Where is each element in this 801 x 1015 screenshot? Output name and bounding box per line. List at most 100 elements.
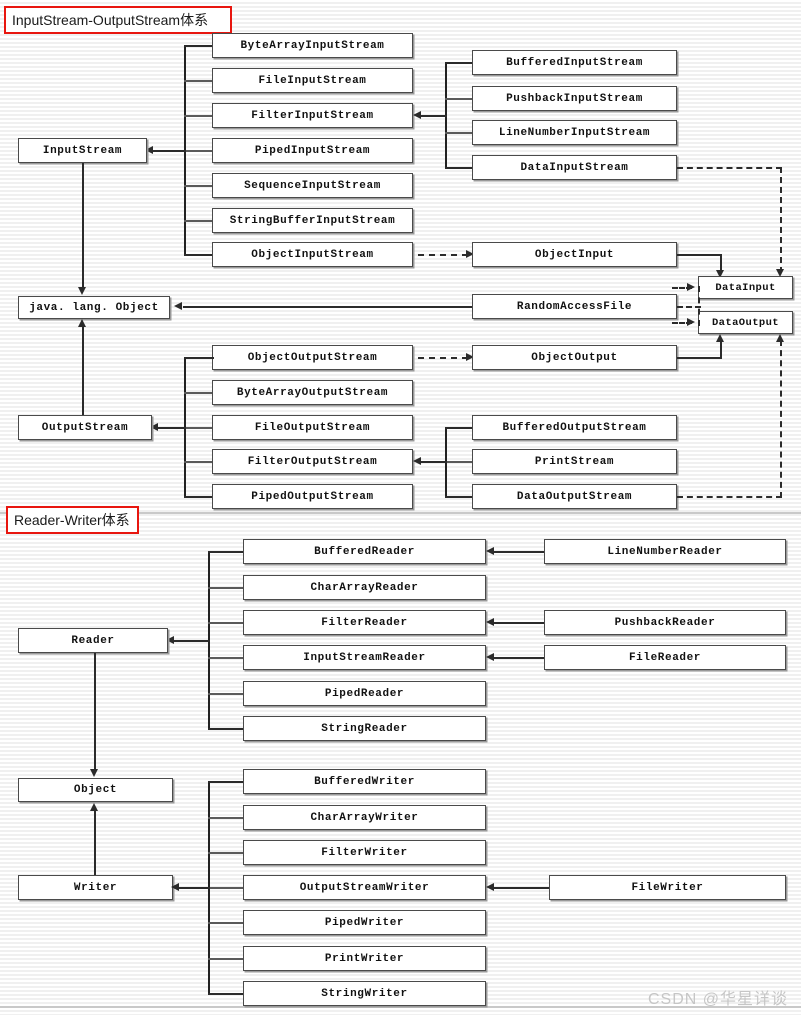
class-box-line-number-reader[interactable]: LineNumberReader xyxy=(544,539,786,564)
class-box-print-writer[interactable]: PrintWriter xyxy=(243,946,486,971)
class-label: java. lang. Object xyxy=(29,301,159,314)
stub-print-writer xyxy=(208,958,245,960)
stub-buffered-output-stream xyxy=(445,427,475,429)
arrowhead-reader xyxy=(166,636,174,644)
class-box-filter-input-stream[interactable]: FilterInputStream xyxy=(212,103,413,128)
class-label: StringReader xyxy=(321,722,408,735)
class-box-buffered-output-stream[interactable]: BufferedOutputStream xyxy=(472,415,677,440)
class-box-object-output-stream[interactable]: ObjectOutputStream xyxy=(212,345,413,370)
arrowhead-outputstream xyxy=(150,423,158,431)
class-label: OutputStream xyxy=(41,421,129,434)
class-box-data-output-stream[interactable]: DataOutputStream xyxy=(472,484,677,509)
class-box-object-output[interactable]: ObjectOutput xyxy=(472,345,677,370)
class-box-piped-input-stream[interactable]: PipedInputStream xyxy=(212,138,413,163)
class-box-filter-output-stream[interactable]: FilterOutputStream xyxy=(212,449,413,474)
stub-piped-writer xyxy=(208,922,245,924)
class-box-java-lang-object[interactable]: java. lang. Object xyxy=(18,296,170,319)
arrowhead-object-input xyxy=(466,250,474,258)
class-box-string-buffer-input-stream[interactable]: StringBufferInputStream xyxy=(212,208,413,233)
class-box-output-stream[interactable]: OutputStream xyxy=(18,415,152,440)
stub-print-stream xyxy=(445,461,475,463)
stub-string-buffer-input-stream xyxy=(184,220,214,222)
class-box-piped-output-stream[interactable]: PipedOutputStream xyxy=(212,484,413,509)
stub-data-input-stream xyxy=(445,167,475,169)
arrowhead-data-input-from-object-input xyxy=(716,270,724,278)
stub-sequence-input-stream xyxy=(184,185,214,187)
class-box-print-stream[interactable]: PrintStream xyxy=(472,449,677,474)
class-box-buffered-writer[interactable]: BufferedWriter xyxy=(243,769,486,794)
stub-buffered-reader xyxy=(208,551,245,553)
class-box-piped-reader[interactable]: PipedReader xyxy=(243,681,486,706)
edge-bus-to-inputstream xyxy=(152,150,186,152)
class-box-data-input-stream[interactable]: DataInputStream xyxy=(472,155,677,180)
class-box-random-access-file[interactable]: RandomAccessFile xyxy=(472,294,677,319)
class-label: RandomAccessFile xyxy=(516,300,633,313)
class-box-file-output-stream[interactable]: FileOutputStream xyxy=(212,415,413,440)
class-box-line-number-input-stream[interactable]: LineNumberInputStream xyxy=(472,120,677,145)
class-box-string-reader[interactable]: StringReader xyxy=(243,716,486,741)
class-label: PipedOutputStream xyxy=(251,490,374,503)
class-label: Reader xyxy=(71,634,115,647)
dashed-data-input-stream-right xyxy=(677,167,782,169)
class-box-input-stream-reader[interactable]: InputStreamReader xyxy=(243,645,486,670)
class-box-object-input[interactable]: ObjectInput xyxy=(472,242,677,267)
edge-inputstream-to-object xyxy=(82,163,84,289)
class-label: ObjectInput xyxy=(534,248,615,261)
class-box-object[interactable]: Object xyxy=(18,778,173,802)
csdn-watermark-text: CSDN @华星详谈 xyxy=(648,991,789,1008)
class-label: StringWriter xyxy=(321,987,408,1000)
class-label: StringBufferInputStream xyxy=(229,214,396,227)
edge-line-number-reader-to-buffered-reader xyxy=(493,551,544,553)
class-box-piped-writer[interactable]: PipedWriter xyxy=(243,910,486,935)
dashed-raf-to-data-output xyxy=(672,322,692,324)
class-label: PushbackInputStream xyxy=(506,92,643,105)
dashed-raf-to-data-input xyxy=(672,287,692,289)
class-box-output-stream-writer[interactable]: OutputStreamWriter xyxy=(243,875,486,900)
arrowhead-object-output xyxy=(466,353,474,361)
edge-reader-to-object xyxy=(94,653,96,771)
class-box-string-writer[interactable]: StringWriter xyxy=(243,981,486,1006)
class-box-pushback-input-stream[interactable]: PushbackInputStream xyxy=(472,86,677,111)
class-box-input-stream[interactable]: InputStream xyxy=(18,138,147,163)
class-box-byte-array-output-stream[interactable]: ByteArrayOutputStream xyxy=(212,380,413,405)
class-box-buffered-reader[interactable]: BufferedReader xyxy=(243,539,486,564)
class-box-filter-writer[interactable]: FilterWriter xyxy=(243,840,486,865)
stub-output-stream-writer xyxy=(208,887,245,889)
class-box-char-array-writer[interactable]: CharArrayWriter xyxy=(243,805,486,830)
edge-writer-to-object xyxy=(94,810,96,876)
class-box-filter-reader[interactable]: FilterReader xyxy=(243,610,486,635)
class-box-object-input-stream[interactable]: ObjectInputStream xyxy=(212,242,413,267)
stub-piped-reader xyxy=(208,693,245,695)
stub-string-writer xyxy=(208,993,245,995)
dashed-object-output-stream-to-object-output xyxy=(418,357,468,359)
class-box-reader[interactable]: Reader xyxy=(18,628,168,653)
class-label: FileInputStream xyxy=(258,74,367,87)
class-label: Object xyxy=(73,784,118,796)
edge-bus-to-filterinputstream xyxy=(420,115,447,117)
class-label: FileReader xyxy=(628,651,701,664)
class-box-pushback-reader[interactable]: PushbackReader xyxy=(544,610,786,635)
class-box-writer[interactable]: Writer xyxy=(18,875,173,900)
class-label: BufferedWriter xyxy=(314,775,415,788)
class-box-sequence-input-stream[interactable]: SequenceInputStream xyxy=(212,173,413,198)
arrowhead-java-lang-object-top xyxy=(78,287,86,295)
class-box-file-reader[interactable]: FileReader xyxy=(544,645,786,670)
stub-filter-output-stream xyxy=(184,461,214,463)
class-box-buffered-input-stream[interactable]: BufferedInputStream xyxy=(472,50,677,75)
class-label: CharArrayReader xyxy=(310,581,419,594)
class-box-file-input-stream[interactable]: FileInputStream xyxy=(212,68,413,93)
class-label: FilterWriter xyxy=(321,846,408,859)
edge-object-input-down xyxy=(720,254,722,274)
class-label: DataOutputStream xyxy=(516,490,633,503)
edge-object-input-right xyxy=(677,254,722,256)
class-box-data-output[interactable]: DataOutput xyxy=(698,311,793,334)
class-box-data-input[interactable]: DataInput xyxy=(698,276,793,299)
stub-object-input-stream xyxy=(184,254,214,256)
class-box-char-array-reader[interactable]: CharArrayReader xyxy=(243,575,486,600)
class-box-byte-array-input-stream[interactable]: ByteArrayInputStream xyxy=(212,33,413,58)
stub-buffered-writer xyxy=(208,781,245,783)
arrowhead-data-output-from-object-output xyxy=(716,334,724,342)
class-label: FilterReader xyxy=(321,616,408,629)
class-box-file-writer[interactable]: FileWriter xyxy=(549,875,786,900)
